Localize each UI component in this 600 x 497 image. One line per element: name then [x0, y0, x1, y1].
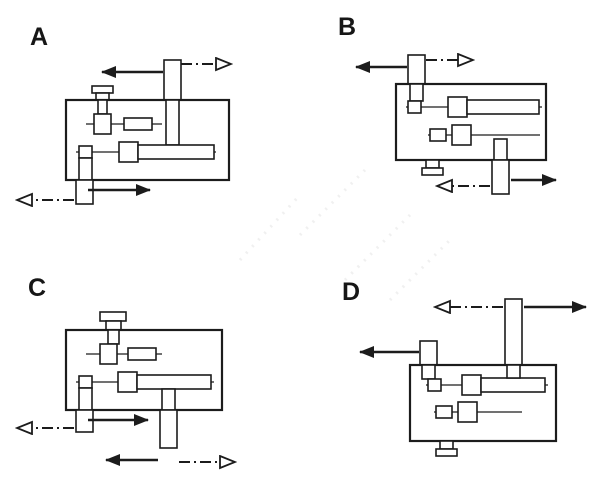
option-d: D [342, 278, 587, 457]
shaft-section [421, 364, 436, 380]
watermark-scan-marks [238, 168, 452, 302]
gear [447, 96, 468, 118]
watermark-stroke [388, 238, 452, 302]
output-shaft-bottom-left [75, 179, 94, 205]
shaft-section [97, 99, 108, 115]
shaft-section [78, 157, 93, 181]
shaft-section [493, 138, 508, 161]
gear-cylinder [480, 377, 546, 393]
gear [117, 371, 138, 393]
gear-cylinder [466, 99, 540, 115]
option-label-a: A [30, 23, 48, 51]
option-label-d: D [342, 278, 360, 306]
gear [93, 113, 112, 135]
option-c: C [18, 274, 234, 462]
option-a: A [18, 23, 230, 204]
option-label-c: C [28, 274, 46, 302]
stub-cap [91, 85, 114, 94]
stub-cap [99, 311, 127, 322]
watermark-stroke [298, 168, 367, 237]
output-shaft-bottom-right [491, 159, 510, 195]
option-label-b: B [338, 13, 356, 41]
shaft-step [78, 375, 93, 389]
stub-stem [425, 159, 440, 169]
stub-stem [105, 320, 122, 331]
watermark-stroke [343, 213, 412, 282]
gear-train-c [76, 329, 214, 411]
gear-train-a [76, 99, 216, 181]
shaft-section [409, 83, 424, 102]
stub-cap [435, 448, 458, 457]
gear [435, 405, 453, 419]
shaft-step [427, 378, 442, 392]
gear [123, 117, 153, 131]
gear-train-d [421, 364, 548, 423]
shaft-section [165, 99, 180, 146]
gearbox-housing-a [64, 98, 231, 182]
gear [461, 374, 482, 396]
gear-cylinder [136, 374, 212, 390]
input-shaft-top-right [163, 59, 182, 101]
shaft-section [161, 388, 176, 411]
input-shaft-top-right-tall [504, 298, 523, 366]
shaft-section [107, 329, 120, 345]
gear [99, 343, 118, 365]
gear-train-b [406, 83, 542, 161]
gear [457, 401, 478, 423]
shaft-section [78, 387, 93, 411]
stub-stem [439, 440, 454, 450]
gear [127, 347, 157, 361]
gear [451, 124, 472, 146]
option-b: B [338, 13, 557, 195]
gear [118, 141, 139, 163]
shaft-step [78, 145, 93, 159]
watermark-stroke [238, 193, 302, 262]
output-shaft-bottom-middle [159, 409, 178, 449]
input-shaft-top-left [407, 54, 426, 85]
shaft-step [407, 100, 422, 114]
gear [429, 128, 447, 142]
gear-cylinder [137, 144, 215, 160]
input-shaft-top-left [419, 340, 438, 366]
stub-cap [421, 167, 444, 176]
shaft-section [506, 364, 521, 379]
